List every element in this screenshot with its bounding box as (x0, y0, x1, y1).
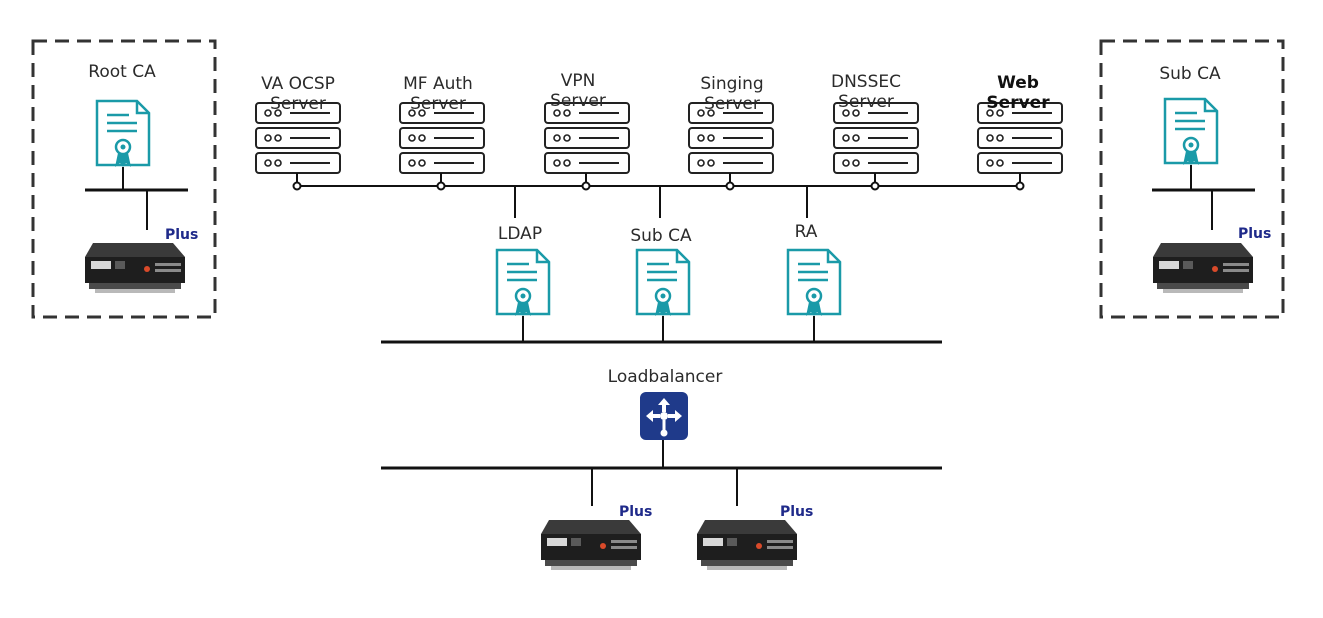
server-drops (292, 173, 1025, 191)
server-label-line1: Singing (700, 74, 764, 94)
root-ca-boundary (31, 39, 217, 319)
bottom-hsm-2-icon (697, 520, 797, 570)
server-label-line2: Server (550, 91, 606, 111)
sub-ca-certificate-icon (1163, 97, 1219, 167)
ldap-certificate-icon (495, 248, 551, 318)
sub-ca-boundary (1099, 39, 1285, 319)
server-label-line1: VPN (560, 71, 596, 91)
sub-ca-title: Sub CA (1159, 64, 1221, 84)
server-label-line1: DNSSEC (830, 72, 901, 92)
server-icon-dnssec (833, 102, 919, 174)
sub-ca-hsm-badge: Plus (1238, 226, 1272, 242)
root-ca-certificate-icon (95, 99, 151, 169)
server-label-line2: Server (704, 94, 760, 114)
root-ca-hsm-badge: Plus (165, 227, 199, 243)
bottom-hsm-2-badge: Plus (780, 504, 814, 520)
bottom-hsm-1-icon (541, 520, 641, 570)
server-label-line2: Server (838, 92, 894, 112)
sub-ca-hsm-icon (1153, 243, 1253, 293)
sub-ca-middle-certificate-icon (635, 248, 691, 318)
bottom-hsm-1-badge: Plus (619, 504, 653, 520)
server-icon-vpn (544, 102, 630, 174)
server-label-line1: VA OCSP (261, 74, 335, 94)
ra-certificate-icon (786, 248, 842, 318)
root-ca-hsm-icon (85, 243, 185, 293)
server-label-line2: Server (410, 94, 466, 114)
root-ca-title: Root CA (88, 62, 156, 82)
ldap-label: LDAP (497, 224, 543, 244)
loadbalancer-icon (638, 390, 690, 442)
sub-ca-middle-label: Sub CA (630, 226, 692, 246)
server-icon-web (977, 102, 1063, 174)
ra-label: RA (794, 222, 818, 242)
server-label-line2: Server (270, 94, 326, 114)
server-label-line1: MF Auth (403, 74, 473, 94)
loadbalancer-label: Loadbalancer (607, 367, 723, 387)
server-label-line2: Server (986, 93, 1050, 113)
server-label-line1: Web (997, 73, 1039, 93)
